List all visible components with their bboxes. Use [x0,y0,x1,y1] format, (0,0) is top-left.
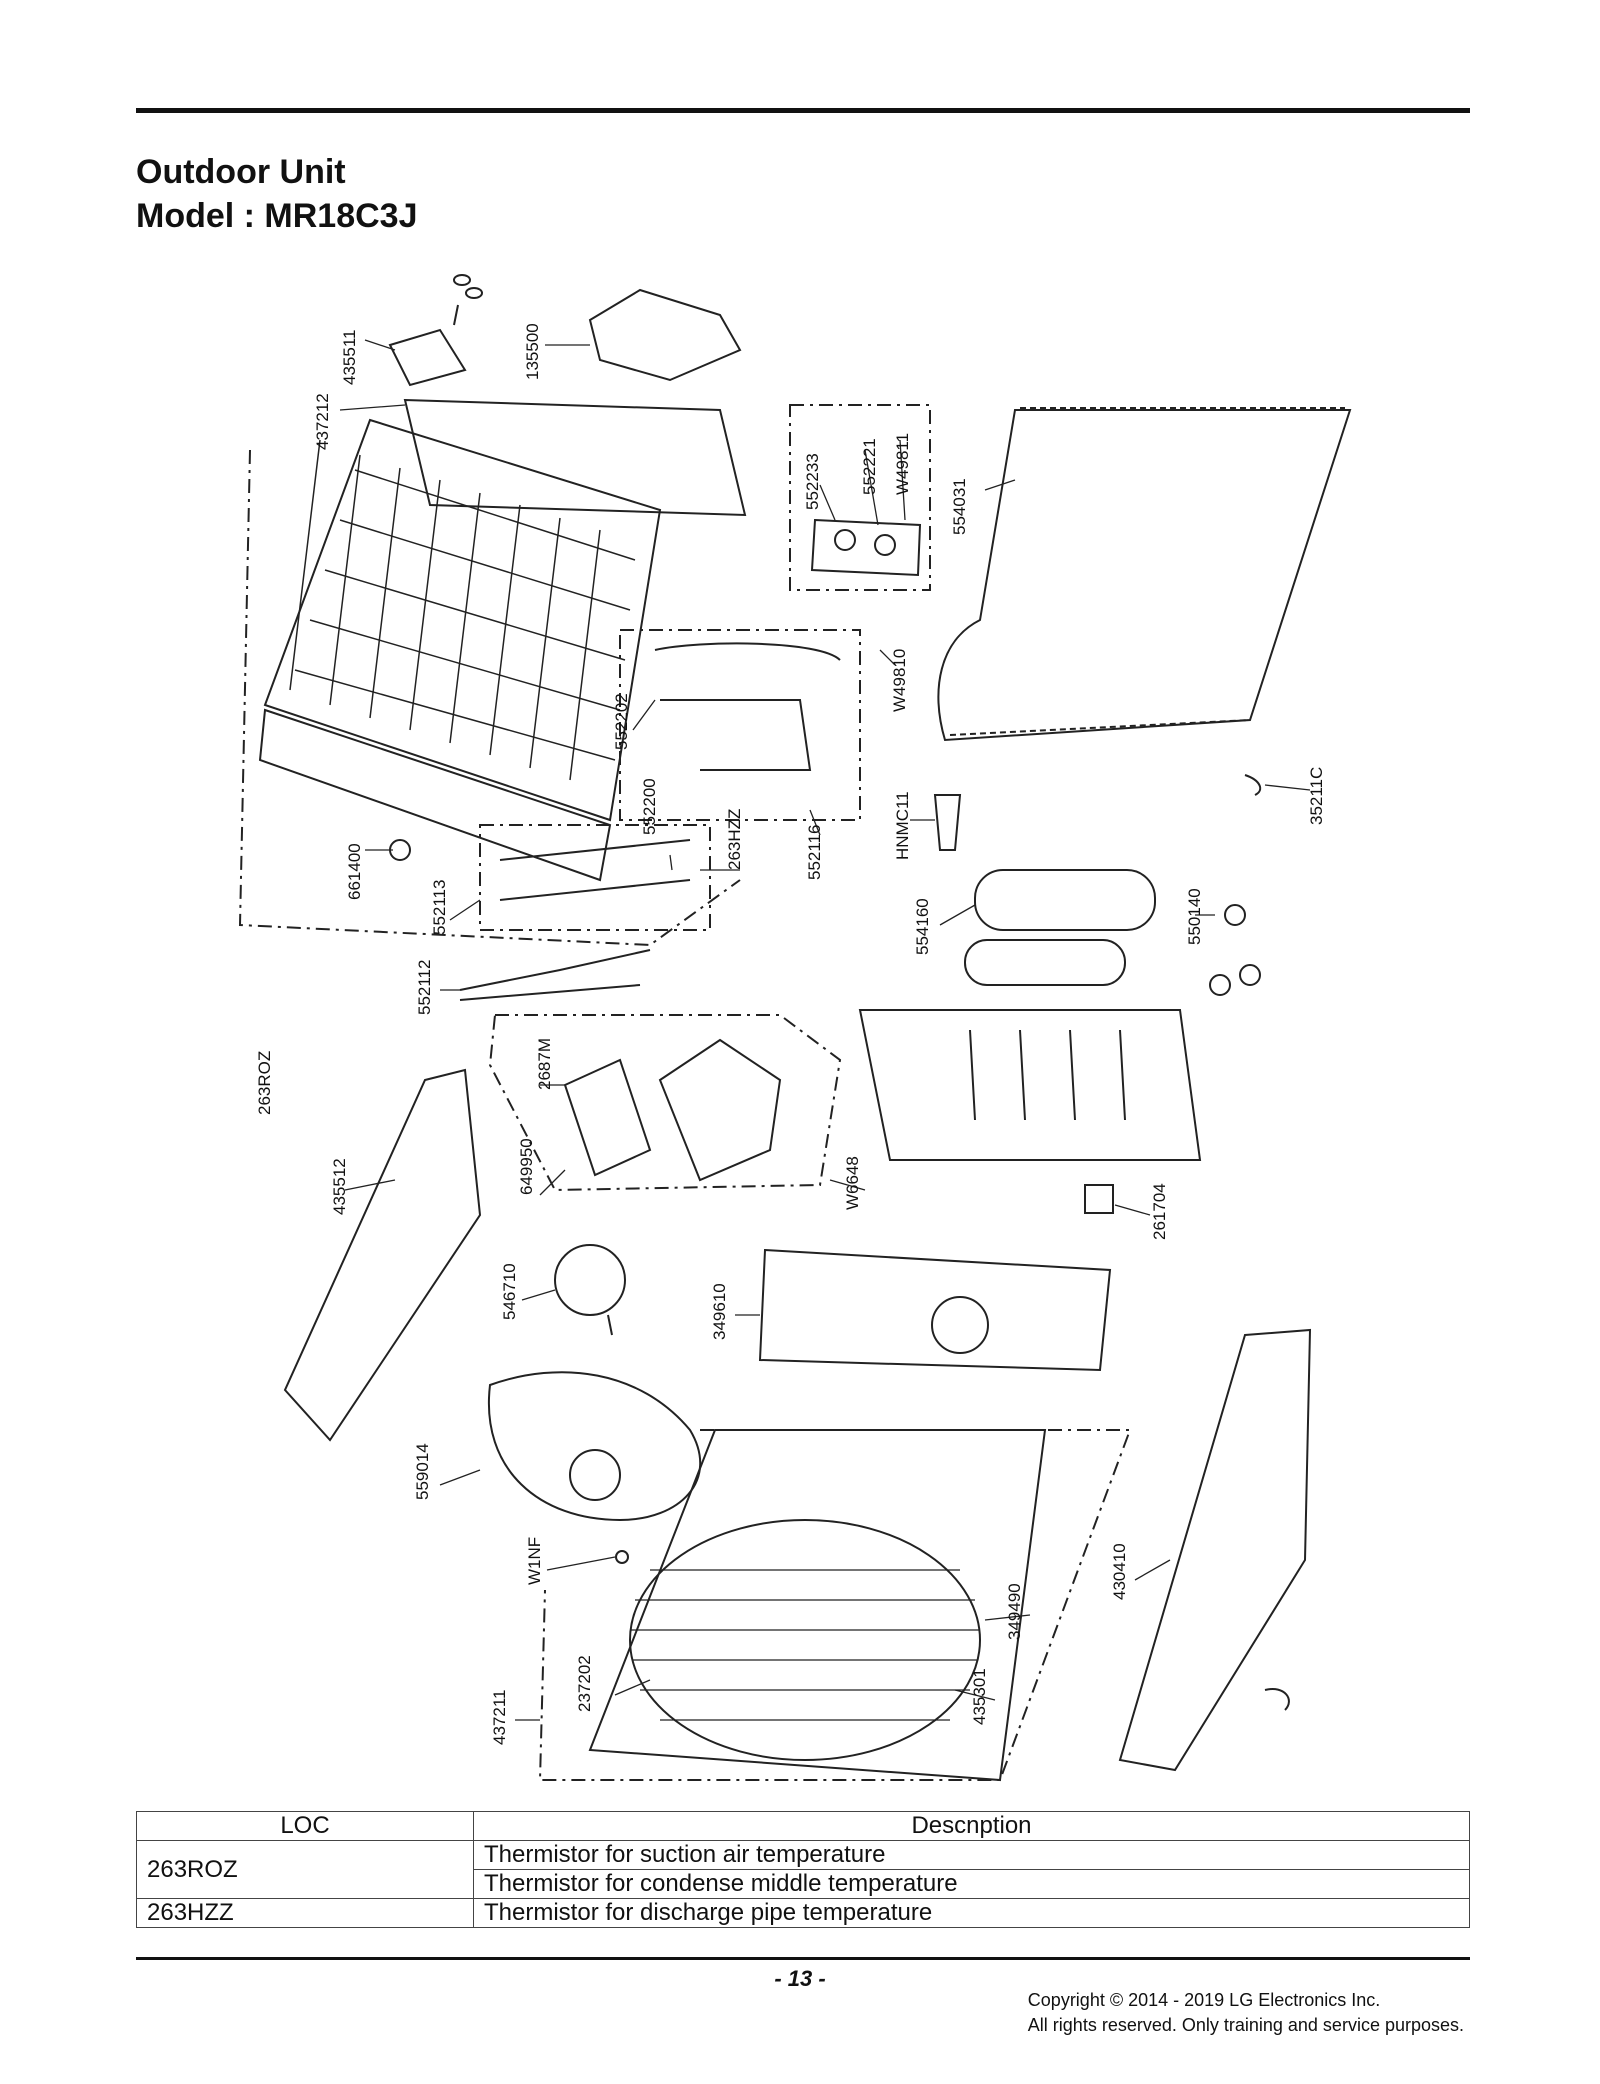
fitting-part [1244,774,1262,796]
four-way-valve-part [654,642,841,771]
part-label: 552116 [805,825,824,880]
control-box [488,1014,842,1192]
part-label: W49811 [893,433,912,495]
handle-cover-part [388,328,467,387]
part-label: 435301 [970,1668,989,1725]
header-description: Descnption [473,1811,1470,1841]
part-label: 552112 [415,960,434,1015]
top-rule [136,108,1470,113]
part-label: 2687M [535,1038,554,1090]
table-header-row: LOC Descnption [136,1811,1470,1841]
pipe-box-2 [479,824,711,931]
fan-motor-part [554,1244,626,1316]
part-label: 349610 [710,1283,729,1340]
part-label: W1NF [525,1537,544,1585]
screw-icon [453,304,459,326]
part-label: 661400 [345,843,364,900]
part-label: 649950 [517,1138,536,1195]
screw-cap-icon [453,274,471,286]
part-label: 559014 [413,1443,432,1500]
page-number: - 13 - [774,1966,826,1991]
cell-loc: 263ROZ [136,1840,474,1899]
thermistor-table: LOC Descnption 263ROZ Thermistor for suc… [136,1811,1470,1928]
valve-assembly-box [789,404,931,591]
fan-blade-part [487,1371,702,1522]
part-label: 35211C [1307,767,1326,825]
side-lower-panel [258,708,612,882]
part-label: 552200 [640,778,659,835]
grille-slots [289,439,636,781]
service-valve-part [810,518,922,577]
bottom-rule [136,1957,1470,1960]
partition-part [858,1009,1202,1161]
part-label: 552233 [803,453,822,510]
part-label: 349490 [1005,1583,1024,1640]
part-label: 263HZZ [725,809,744,870]
part-label: 435512 [330,1158,349,1215]
cell-desc: Thermistor for condense middle temperatu… [473,1869,1470,1899]
part-label: 237202 [575,1655,594,1712]
control-box-part [658,1038,782,1182]
part-label: 546710 [500,1263,519,1320]
title-line-1: Outdoor Unit [136,153,346,191]
bracket-part [933,794,962,851]
drain-elbow-part [1264,1688,1290,1711]
condenser-coil-part [937,409,1352,742]
copyright-line: Copyright © 2014 - 2019 LG Electronics I… [1027,1990,1381,2010]
part-label: 552221 [860,438,879,495]
page-title: Outdoor Unit Model : MR18C3J [136,150,418,238]
pipe-assembly-box [619,629,861,821]
cell-desc: Thermistor for suction air temperature [473,1840,1470,1870]
side-grille-part [263,418,662,822]
part-label: 550140 [1185,888,1204,945]
compressor-part [974,869,1156,931]
rights-line: All rights reserved. Only training and s… [1027,2015,1464,2035]
part-label: W6648 [843,1156,862,1210]
title-line-2: Model : MR18C3J [136,197,418,235]
part-label: 435511 [340,330,359,385]
header-loc: LOC [136,1811,474,1841]
table-row: Thermistor for condense middle temperatu… [137,1869,1470,1899]
part-label: 261704 [1150,1183,1169,1240]
reactor-part [1084,1184,1114,1214]
frame-outline [238,449,741,947]
part-label: 437211 [490,1690,509,1745]
pcb-part [563,1058,652,1177]
copyright-block: Copyright © 2014 - 2019 LG Electronics I… [1028,1988,1464,2038]
front-panel-box [538,1429,1132,1781]
part-label: 437212 [313,393,332,450]
pipe-part [459,949,651,1001]
base-pan-part [1118,1328,1312,1772]
nut-part [615,1550,629,1564]
part-label: 135500 [523,323,542,380]
table-row: 263HZZ Thermistor for discharge pipe tem… [136,1898,1470,1928]
side-panel-part [283,1068,482,1442]
part-label: 263ROZ [255,1051,274,1115]
part-label: HNMC11 [893,791,912,860]
part-label: 552113 [430,880,449,935]
part-label: 554160 [913,898,932,955]
motor-mount-part [758,1248,1112,1372]
fan-grille-part [629,1519,981,1761]
part-label: 552202 [612,693,631,750]
screw-cap-icon [465,287,483,299]
part-label: W49810 [890,649,909,712]
table-row: 263ROZ Thermistor for suction air temper… [136,1840,1470,1899]
part-label: 430410 [1110,1543,1129,1600]
cell-desc: Thermistor for discharge pipe temperatur… [473,1898,1470,1928]
top-panel-part [403,398,747,517]
valve-cover-part [588,288,742,382]
front-panel-part [588,1429,1047,1782]
cell-loc: 263HZZ [136,1898,474,1928]
part-label: 554031 [950,478,969,535]
